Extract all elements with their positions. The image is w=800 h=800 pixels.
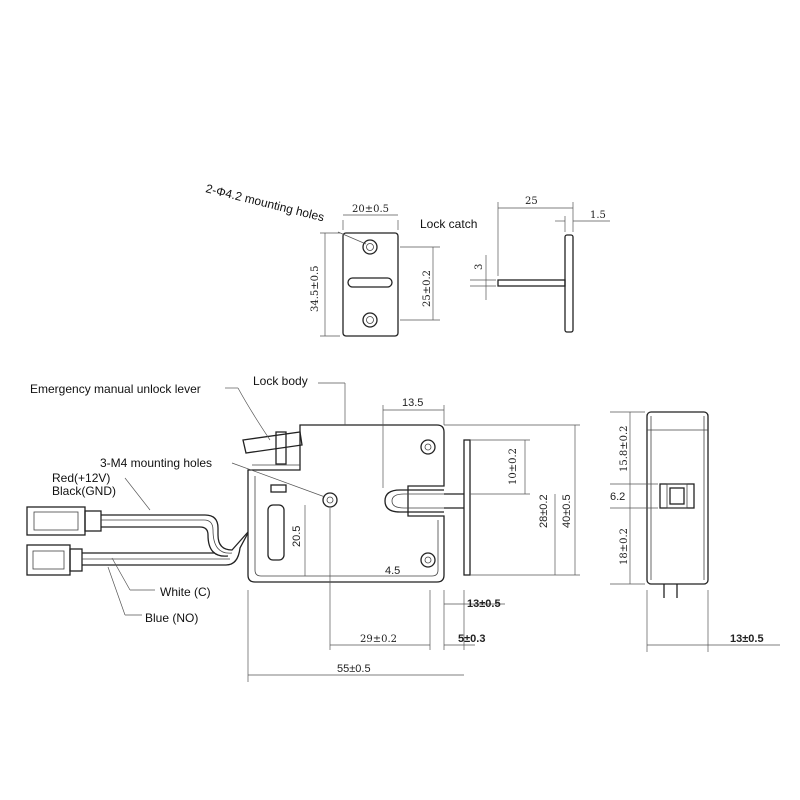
dim-side-top: 15.8±0.2 (619, 425, 630, 472)
lock-body-label: Lock body (253, 374, 308, 388)
dim-inner-height: 20.5 (291, 526, 303, 547)
dim-corner-offset: 4.5 (385, 565, 400, 577)
dim-body-height: 40±0.5 (561, 494, 573, 528)
black-wire-label: Black(GND) (52, 484, 116, 498)
dim-catch-height: 34.5±0.5 (310, 265, 321, 312)
lock-catch-side-view (470, 202, 610, 333)
dim-catch-hole-spacing: 25±0.2 (422, 270, 433, 307)
dim-latch-height: 10±0.2 (508, 448, 519, 485)
lock-catch-label: Lock catch (420, 217, 477, 231)
m4-holes-label: 3-M4 mounting holes (100, 456, 212, 470)
dim-end-offset: 5±0.3 (458, 633, 485, 645)
lock-catch-front-view (320, 214, 440, 337)
blue-wire-label: Blue (NO) (145, 611, 198, 625)
white-wire-label: White (C) (160, 585, 211, 599)
lock-side-view (610, 411, 780, 652)
dim-latch-depth: 13±0.5 (467, 598, 501, 610)
dim-catch-width: 20±0.5 (352, 204, 389, 215)
dim-latch-offset: 28±0.2 (538, 494, 550, 528)
dim-body-top-width: 13.5 (402, 397, 423, 409)
dim-total-length: 55±0.5 (337, 663, 371, 675)
dim-side-width: 13±0.5 (730, 633, 764, 645)
dim-catch-thickness: 1.5 (590, 210, 606, 221)
dim-catch-side-length: 25 (525, 196, 538, 207)
dim-side-mid: 6.2 (610, 491, 625, 503)
wire-harness (26, 506, 249, 576)
dim-catch-tongue: 3 (474, 264, 485, 270)
lock-body-front-view (242, 405, 580, 682)
dim-hole-distance: 29±0.2 (360, 634, 397, 645)
emergency-lever-label: Emergency manual unlock lever (30, 382, 201, 396)
mounting-holes-label: 2-Φ4.2 mounting holes (204, 181, 325, 224)
red-wire-label: Red(+12V) (52, 471, 110, 485)
dim-side-bottom: 18±0.2 (619, 528, 630, 565)
